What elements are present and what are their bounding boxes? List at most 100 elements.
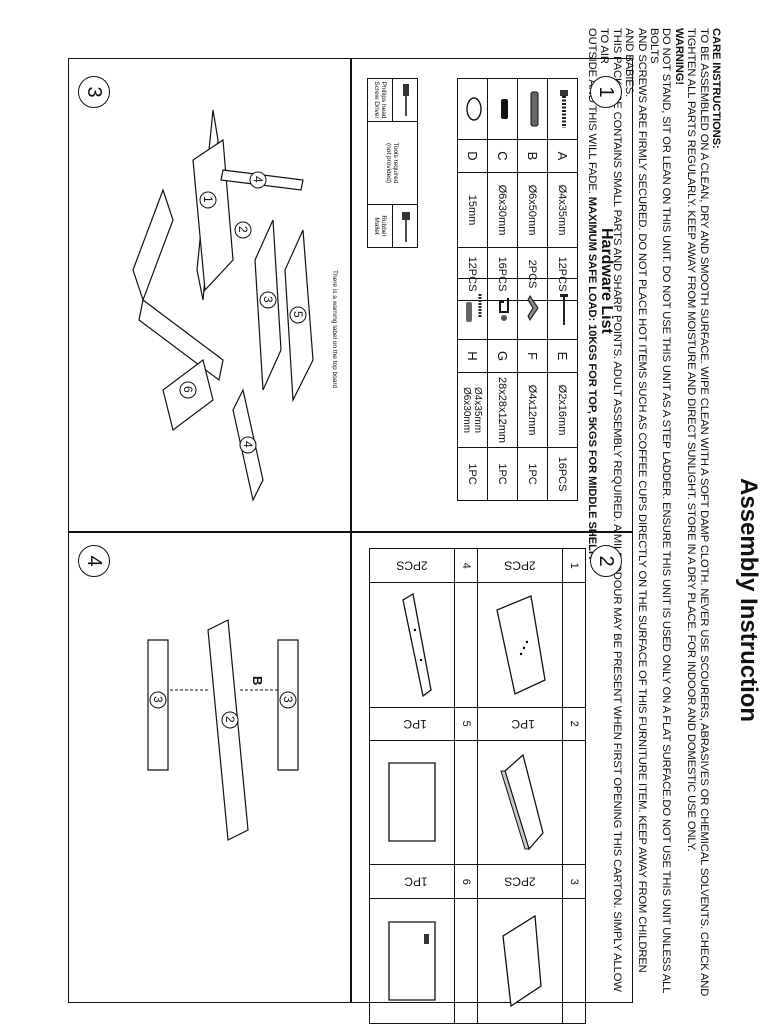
hardware-size: Ø6x30mm — [487, 172, 518, 248]
step-2-number: 2 — [590, 545, 622, 577]
part-qty-cell: 1PC — [369, 707, 455, 741]
hardware-size: 28x28x12mm — [487, 372, 518, 448]
hardware-letter: A — [547, 139, 578, 173]
part-qty: 1PC — [511, 716, 535, 731]
care-line: TO BE ASSEMBLED ON A CLEAN, DRY AND SMOO… — [697, 28, 710, 997]
screw-icon — [547, 78, 578, 140]
step-4-exploded-diagram: 2 3 3 B — [147, 619, 299, 841]
svg-text:3: 3 — [261, 296, 275, 303]
hardware-size-a: Ø4x35mm — [472, 386, 484, 434]
hardware-table-left: A Ø4x35mm 12PCS B Ø6x50mm 2PCS C Ø6x30mm… — [457, 78, 578, 301]
hardware-row: E Ø2x16mm 16PCS — [547, 278, 578, 501]
svg-text:6: 6 — [181, 386, 195, 393]
step-3-label: 1 — [199, 191, 217, 209]
cap-icon — [457, 78, 488, 140]
hardware-qty: 16PCS — [547, 447, 578, 501]
hardware-row: F Ø4x12mm 1PC — [517, 278, 548, 501]
hardware-qty: 1PC — [487, 447, 518, 501]
hardware-row: D 15mm 12PCS — [457, 78, 488, 301]
svg-text:3: 3 — [151, 696, 165, 703]
warning-label-note: There is a warning label on the top boar… — [331, 270, 338, 389]
bracket-icon — [517, 278, 548, 340]
part-qty-cell: 1PC — [369, 864, 455, 899]
parts-number-row: 1 2 3 — [562, 548, 586, 1024]
part-number: 5 — [454, 707, 478, 741]
part-5-drawing — [369, 740, 455, 865]
parts-image-row: 2PCS 1PC 1PC — [369, 548, 455, 1024]
part-number: 3 — [562, 864, 586, 899]
step-3-label: 4 — [249, 171, 267, 189]
part-number: 2 — [562, 707, 586, 741]
step-3-label: 6 — [179, 381, 197, 399]
screwdriver-label: Phillips head Screw Driver — [367, 78, 393, 122]
part-qty: 2PCS — [504, 874, 536, 889]
clip-icon — [487, 278, 518, 340]
hardware-letter: B — [517, 139, 548, 173]
hardware-size-b: Ø6x30mm — [461, 386, 473, 434]
parts-table: 1 2 3 2PCS 1PC 2PCS 4 5 6 2PCS 1PC — [369, 548, 586, 1024]
screwdriver-icon — [392, 78, 418, 122]
parts-image-row: 2PCS 1PC 2PCS — [477, 548, 563, 1024]
page-title: Assembly Instruction — [735, 478, 762, 723]
hardware-letter: C — [487, 139, 518, 173]
hardware-size: Ø6x50mm — [517, 172, 548, 248]
hardware-letter: H — [457, 339, 488, 373]
step-3-exploded-diagram: 1 2 3 4 4 5 6 — [132, 109, 314, 502]
short-dowel-icon — [487, 78, 518, 140]
part-1-drawing — [477, 582, 563, 708]
hardware-size: Ø4x12mm — [517, 372, 548, 448]
nail-icon — [547, 278, 578, 340]
part-qty-cell: 2PCS — [477, 548, 563, 583]
svg-text:3: 3 — [281, 696, 295, 703]
hardware-size: Ø4x35mm — [547, 172, 578, 248]
svg-text:4: 4 — [241, 441, 255, 448]
warning-heading: WARNING! — [672, 28, 685, 85]
horizontal-divider — [350, 58, 352, 1003]
mallet-icon — [392, 204, 418, 248]
step-1-number: 1 — [590, 76, 622, 108]
part-qty-cell: 1PC — [477, 707, 563, 741]
part-qty: 2PCS — [396, 558, 428, 573]
hardware-letter: G — [487, 339, 518, 373]
tools-table: Tools required(not provided) Phillips he… — [367, 78, 418, 248]
part-number: 1 — [562, 548, 586, 583]
warning-line: DO NOT STAND, SIT OR LEAN ON THIS UNIT. … — [647, 28, 673, 993]
part-qty: 2PCS — [504, 558, 536, 573]
care-heading: CARE INSTRUCTIONS: — [710, 28, 722, 149]
hardware-row: A Ø4x35mm 12PCS — [547, 78, 578, 301]
step-4-label: 3 — [279, 691, 297, 709]
step-3-label: 3 — [259, 291, 277, 309]
part-qty: 1PC — [404, 874, 428, 889]
hardware-row: C Ø6x30mm 16PCS — [487, 78, 518, 301]
part-3-drawing — [477, 898, 563, 1024]
hardware-size: 15mm — [457, 172, 488, 248]
tools-required-label: Tools required(not provided) — [367, 121, 418, 205]
part-4-drawing — [369, 582, 455, 708]
dowel-icon — [517, 78, 548, 140]
svg-text:5: 5 — [291, 311, 305, 318]
tools-required-text: Tools required — [392, 142, 400, 184]
step-3-label: 2 — [234, 221, 252, 239]
part-qty-cell: 2PCS — [369, 548, 455, 583]
part-qty-cell: 2PCS — [477, 864, 563, 899]
step-4-hardware-letter: B — [250, 676, 265, 685]
part-number: 6 — [454, 864, 478, 899]
step-4-label: 2 — [221, 711, 239, 729]
hardware-row: B Ø6x50mm 2PCS — [517, 78, 548, 301]
svg-text:2: 2 — [236, 226, 250, 233]
hardware-letter: E — [547, 339, 578, 373]
hardware-row: G 28x28x12mm 1PC — [487, 278, 518, 501]
step-4-number: 4 — [78, 545, 110, 577]
hardware-qty: 1PC — [517, 447, 548, 501]
part-number: 4 — [454, 548, 478, 583]
part-2-drawing — [477, 740, 563, 865]
svg-text:4: 4 — [251, 176, 265, 183]
step-4-label: 3 — [149, 691, 167, 709]
care-line: TIGHTEN ALL PARTS REGULARLY. KEEP AWAY F… — [685, 28, 698, 852]
mallet-label: Rubber Mallet — [367, 204, 393, 248]
anchor-screw-icon — [457, 278, 488, 340]
tools-not-provided-text: (not provided) — [385, 142, 393, 184]
